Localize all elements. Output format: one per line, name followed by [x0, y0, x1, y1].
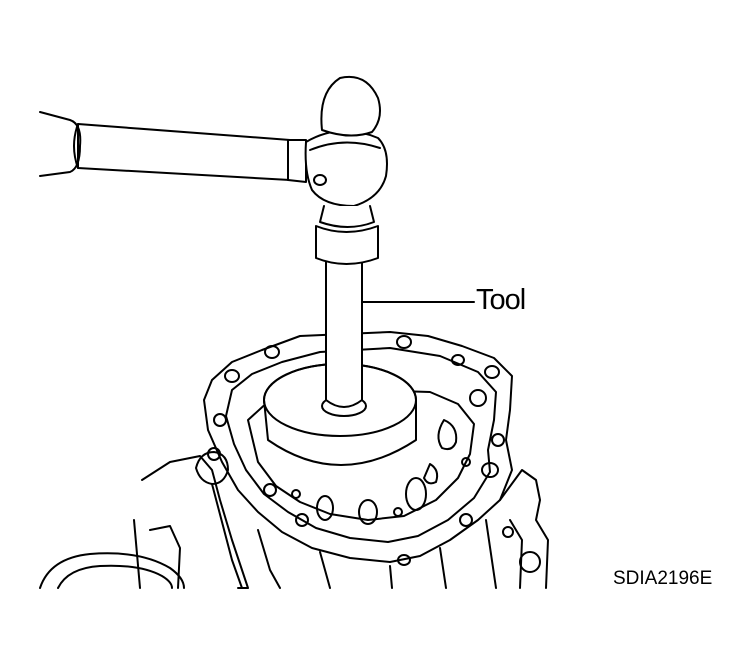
tool-callout-label: Tool [476, 284, 526, 316]
case-lower-body-right [485, 469, 549, 589]
hammer-knob [320, 76, 381, 137]
tool-drift [263, 243, 417, 466]
case-lower-hole [502, 526, 514, 538]
hand-outline [39, 111, 82, 177]
drift-shaft [325, 243, 363, 408]
case-left-boss [195, 451, 229, 485]
hammer-handle [77, 123, 291, 181]
hammer-collar [315, 225, 379, 265]
handle-coupling [287, 139, 307, 183]
drift-disk-side [263, 399, 417, 466]
figure-code: SDIA2196E [613, 568, 713, 589]
case-left-rib [211, 483, 243, 589]
slide-hammer [39, 76, 388, 265]
hammer-head-pin [313, 174, 327, 186]
hammer-neck [319, 205, 375, 228]
case-lower-body-center [257, 529, 447, 589]
case-lower-body-left [133, 455, 249, 589]
bearing-inner-outline [57, 564, 173, 589]
case-gasket-contour [225, 347, 497, 543]
bearing-outline [39, 552, 185, 589]
case-lower-boss [519, 551, 541, 573]
hammer-head-detail [309, 141, 381, 151]
case-ports [291, 419, 471, 525]
